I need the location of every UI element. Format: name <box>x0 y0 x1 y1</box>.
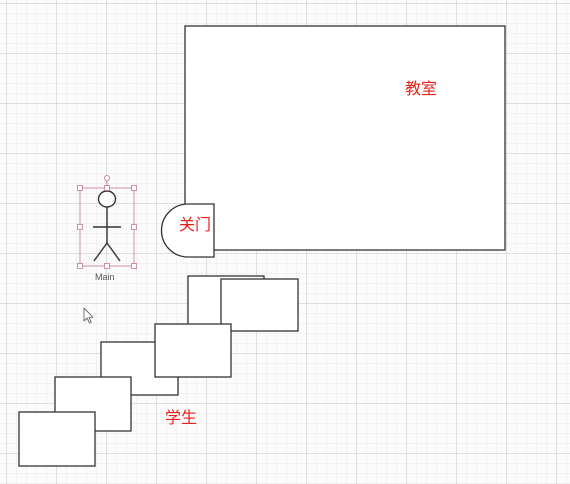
resize-handle[interactable] <box>104 185 110 191</box>
resize-handle[interactable] <box>131 224 137 230</box>
student-box[interactable] <box>220 278 299 332</box>
resize-handle[interactable] <box>77 185 83 191</box>
door-label: 关门 <box>179 215 212 234</box>
student-box[interactable] <box>154 323 232 378</box>
student-box[interactable] <box>18 411 96 467</box>
mouse-pointer-icon <box>83 307 94 324</box>
resize-handle[interactable] <box>77 263 83 269</box>
door-shape[interactable] <box>160 203 215 258</box>
resize-handle[interactable] <box>131 185 137 191</box>
classroom-label: 教室 <box>405 79 438 98</box>
actor-main[interactable] <box>77 174 137 269</box>
rotate-handle[interactable] <box>104 174 111 181</box>
resize-handle[interactable] <box>131 263 137 269</box>
resize-handle[interactable] <box>104 263 110 269</box>
actor-caption: Main <box>95 272 115 282</box>
classroom-box[interactable] <box>184 25 506 251</box>
stick-figure-icon <box>93 190 121 262</box>
students-label: 学生 <box>165 408 198 427</box>
resize-handle[interactable] <box>77 224 83 230</box>
